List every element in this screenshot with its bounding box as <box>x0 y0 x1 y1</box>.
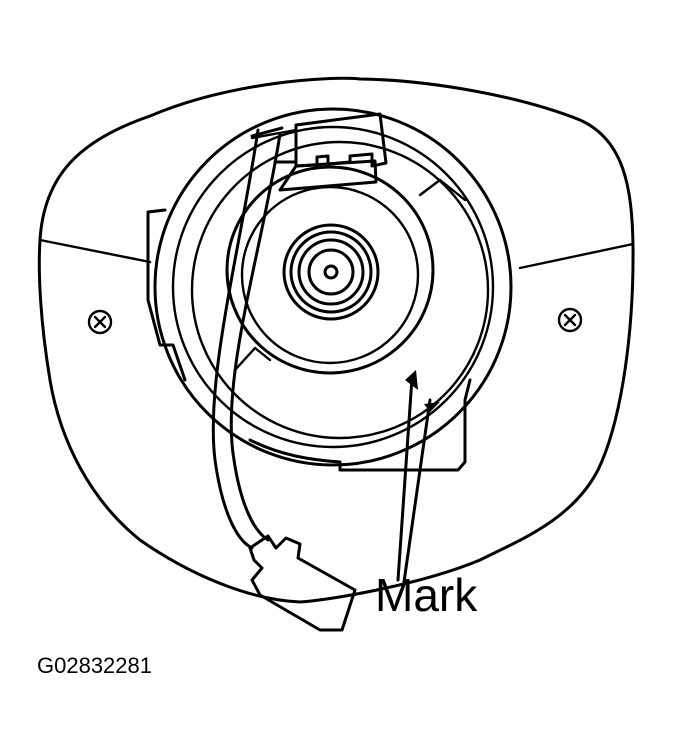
right-screw-icon <box>557 307 583 333</box>
steering-pad-outline <box>37 76 635 604</box>
left-seam-line <box>38 238 152 264</box>
left-housing-tab <box>146 208 187 382</box>
wire-harness <box>211 128 260 550</box>
rotor-notch-lower <box>233 346 272 372</box>
rotor-outer-ring <box>225 165 435 375</box>
bottom-connector <box>248 534 357 632</box>
wire-harness-cap <box>250 126 284 138</box>
right-seam-line <box>518 242 635 270</box>
top-connector-base <box>273 159 378 192</box>
left-screw-icon <box>87 309 113 335</box>
alignment-mark-arrows <box>396 370 440 584</box>
housing-rim-ring <box>190 140 490 440</box>
housing-inner-ring <box>171 125 495 449</box>
bottom-housing-tab <box>248 378 472 472</box>
wire-harness-inner <box>229 132 282 542</box>
rotor-inner-ring <box>240 185 420 365</box>
figure-id-label: G02832281 <box>37 653 152 678</box>
top-connector-body <box>294 112 388 168</box>
mark-callout-label: Mark <box>375 569 478 621</box>
center-hub-rings <box>282 223 380 321</box>
rotor-notch-upper <box>418 178 467 202</box>
housing-outer-ring <box>153 107 513 467</box>
top-connector-latch <box>250 128 298 152</box>
